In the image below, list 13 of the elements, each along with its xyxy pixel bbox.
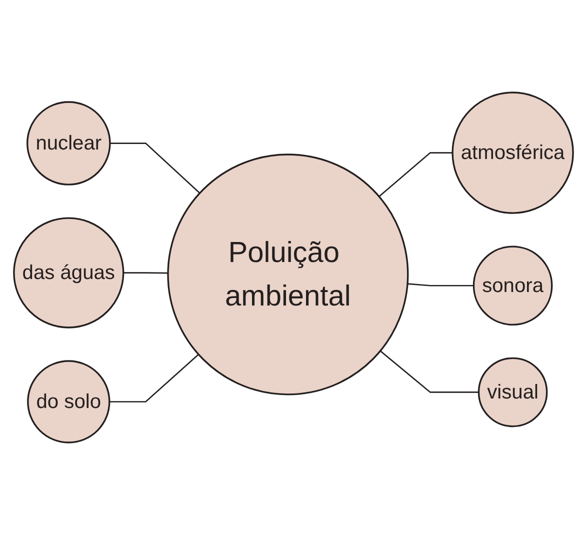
node-circle: Poluição ambiental <box>167 154 409 396</box>
node-circle: visual <box>478 357 548 428</box>
connector <box>109 354 199 402</box>
node-circle: atmosférica <box>452 92 574 214</box>
node-circle: das águas <box>13 217 124 328</box>
node-circle: sonora <box>472 246 553 326</box>
connector <box>407 283 474 286</box>
connector <box>110 142 200 194</box>
connector <box>378 152 453 197</box>
connector <box>123 272 168 274</box>
node-circle: do solo <box>27 360 110 444</box>
node-circle: nuclear <box>26 101 111 186</box>
connector <box>380 350 479 393</box>
